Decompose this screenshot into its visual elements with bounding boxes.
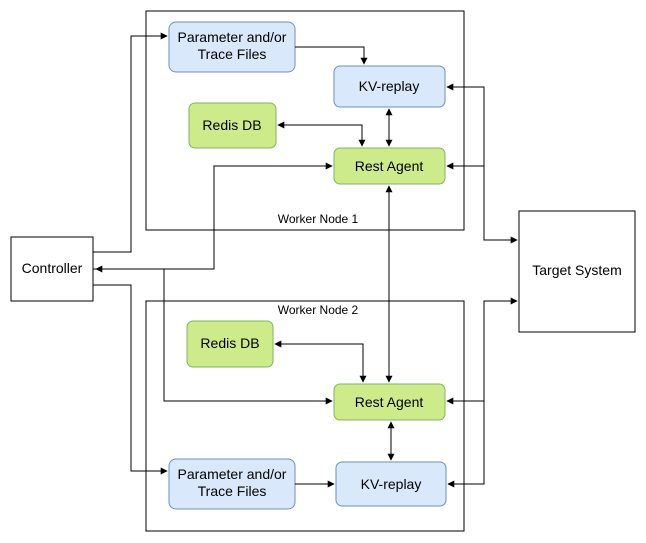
edge-w2-kv-to-target (447, 297, 518, 488)
worker-node-2-label: Worker Node 2 (278, 303, 359, 317)
w2-kv-replay-box (335, 461, 447, 507)
controller-label: Controller (22, 260, 83, 276)
w1-param-files-line2: Trace Files (198, 46, 267, 62)
w2-kv-replay-label: KV-replay (361, 476, 422, 492)
w1-rest-agent-box (333, 147, 446, 185)
edge-controller-to-w2-rest (93, 268, 333, 405)
w1-param-files-line1: Parameter and/or (178, 29, 287, 45)
w2-param-files-line1: Parameter and/or (178, 466, 287, 482)
edge-w1-redis-to-rest (277, 121, 366, 147)
w1-kv-replay-label: KV-replay (359, 78, 420, 94)
w1-rest-agent-label: Rest Agent (355, 158, 424, 174)
controller-box (10, 236, 94, 302)
target-system-label: Target System (532, 262, 621, 278)
w1-kv-replay-box (333, 65, 446, 108)
edge-w2-redis-to-rest (274, 340, 367, 383)
w1-redis-db-label: Redis DB (202, 117, 261, 133)
w2-rest-agent-label: Rest Agent (355, 394, 424, 410)
worker-node-1-label: Worker Node 1 (278, 212, 359, 226)
w2-rest-agent-box (333, 383, 446, 421)
edge-w1-params-to-kv (295, 46, 368, 65)
w2-param-files-line2: Trace Files (198, 483, 267, 499)
w2-redis-db-label: Redis DB (200, 335, 259, 351)
w1-redis-db-box (188, 102, 277, 149)
target-system-box (518, 210, 636, 333)
edge-controller-to-w2-params (93, 284, 168, 475)
w2-redis-db-box (186, 320, 274, 368)
edge-w1-kv-to-target (446, 83, 518, 244)
